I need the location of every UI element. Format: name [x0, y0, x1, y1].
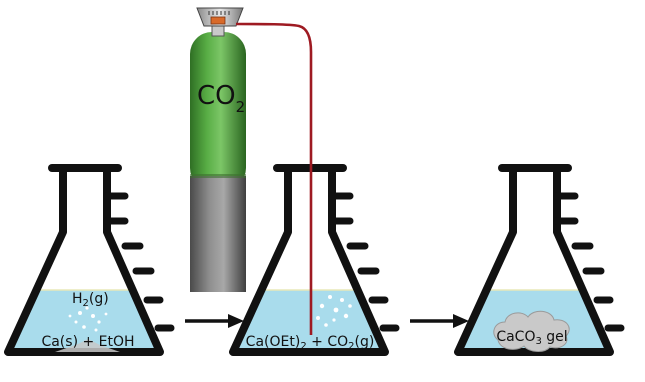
- hydrogen-bubbles: [68, 306, 108, 332]
- cylinder-gas-label: CO2: [197, 81, 245, 116]
- flask-1-graduations: [103, 192, 175, 332]
- flask-1: H2(g) Ca(s) + EtOH: [4, 164, 175, 356]
- flask-1-gas-label: H2(g): [72, 291, 109, 309]
- valve-gauge-ticks: [208, 11, 230, 15]
- co2-bubbles: [316, 295, 352, 327]
- flask-3-graduations: [553, 192, 625, 332]
- cylinder-valve: [196, 7, 244, 37]
- flask-2: Ca(OEt)2 + CO2(g): [229, 164, 400, 356]
- flask-1-reactants-label: Ca(s) + EtOH: [41, 334, 134, 350]
- flask-2-graduations: [328, 192, 400, 332]
- arrow-2: [410, 314, 469, 328]
- gas-delivery-tube: [235, 22, 313, 335]
- cylinder-grey-section: [190, 176, 246, 292]
- gel-cloud: [493, 310, 570, 352]
- arrow-1: [185, 314, 244, 328]
- flask-3-product-label: CaCO3 gel: [496, 329, 567, 347]
- cylinder-green-section: [190, 32, 246, 190]
- calcium-deposit: [55, 339, 120, 352]
- co2-gas-cylinder: CO2: [190, 32, 246, 292]
- flask-2-reaction-label: Ca(OEt)2 + CO2(g): [246, 334, 375, 352]
- flask-3: CaCO3 gel: [454, 164, 625, 356]
